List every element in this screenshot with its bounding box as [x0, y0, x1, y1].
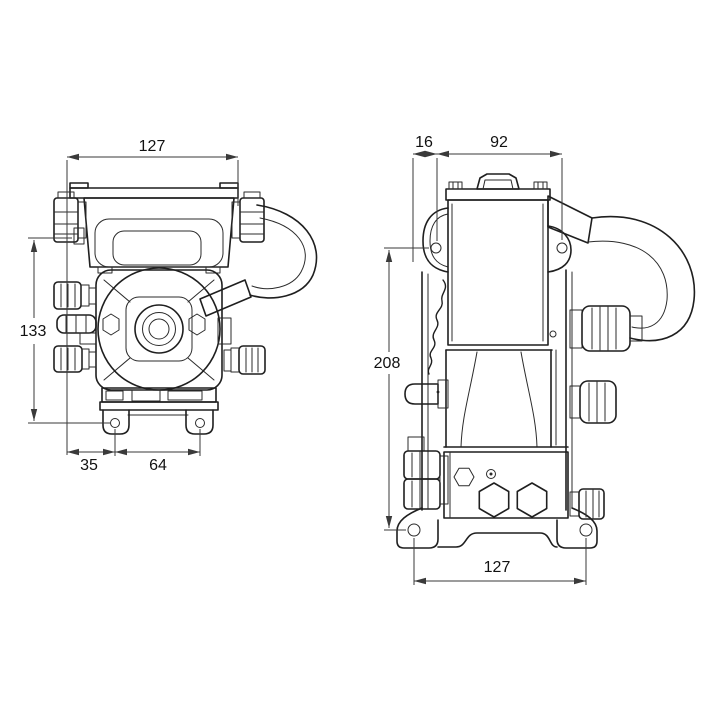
front-left-ports	[53, 281, 97, 373]
front-base	[99, 387, 219, 435]
side-left-ports	[403, 379, 449, 510]
dim-label-front-foot-offset: 35	[80, 457, 98, 474]
dimension-side-height: 208	[374, 247, 429, 531]
front-bracket	[53, 182, 265, 274]
side-cable-glands	[569, 305, 643, 520]
dim-label-front-width: 127	[139, 138, 166, 155]
side-pump-head	[443, 446, 569, 519]
front-pump-body	[95, 267, 232, 391]
brand-script-icon	[427, 279, 447, 394]
dimension-annotations: 127 133 35 64 16 92	[20, 134, 587, 585]
dim-label-side-foot-span: 127	[484, 559, 511, 576]
side-cable-loop	[547, 195, 696, 342]
dimension-front-foot-spacing: 64	[115, 429, 201, 474]
dimension-front-width: 127	[66, 138, 239, 455]
dim-label-side-mount-span: 92	[490, 134, 508, 151]
dimension-front-foot-offset: 35	[67, 429, 116, 474]
dimension-side-mount-span: 92	[436, 134, 563, 241]
front-view-drawing	[53, 182, 318, 435]
dim-label-side-height: 208	[374, 355, 401, 372]
right-clamp-knob	[231, 191, 265, 243]
side-view-drawing	[396, 173, 696, 549]
left-clamp-knob	[53, 191, 87, 243]
dimension-side-back-offset: 16	[412, 134, 437, 262]
front-cable-loop	[199, 204, 318, 317]
side-mount-plate	[396, 207, 598, 549]
dim-label-front-height: 133	[20, 323, 47, 340]
front-right-port	[223, 345, 266, 375]
side-motor	[445, 173, 553, 448]
left-hex-bolt	[102, 313, 120, 336]
dim-label-front-foot-spacing: 64	[149, 457, 167, 474]
dimension-front-height: 133	[20, 237, 111, 424]
dim-label-side-back-offset: 16	[415, 134, 433, 151]
dimension-side-foot-span: 127	[413, 538, 587, 585]
right-hex-bolt	[188, 313, 206, 336]
